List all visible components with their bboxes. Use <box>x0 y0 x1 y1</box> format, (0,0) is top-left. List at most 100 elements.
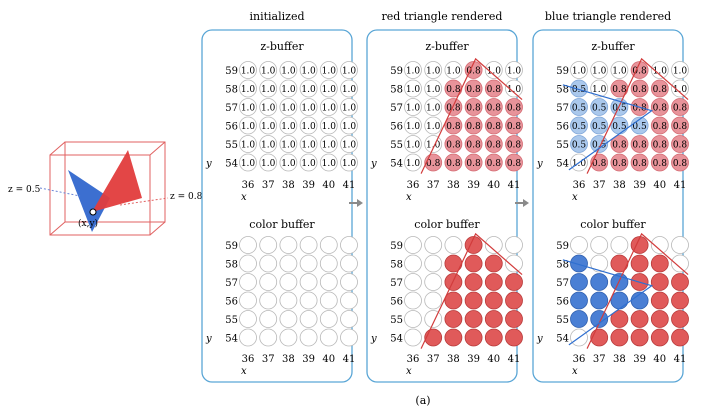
zbuffer-title: z-buffer <box>425 40 469 53</box>
zbuffer-value: 1.0 <box>241 104 256 114</box>
zbuffer-cell <box>484 98 503 116</box>
zbuffer-value: 0.5 <box>572 141 587 151</box>
color-cell <box>404 310 422 328</box>
zbuffer-value: 1.0 <box>241 159 256 169</box>
zbuffer-value: 0.5 <box>612 122 627 132</box>
color-cell <box>650 236 669 254</box>
color-cell <box>319 273 338 291</box>
col-label: 37 <box>593 354 606 365</box>
zbuffer-cell <box>404 135 422 153</box>
color-cell <box>279 328 298 347</box>
zbuffer-cell <box>259 153 278 172</box>
color-cell <box>505 310 523 328</box>
zbuffer-cell <box>239 135 257 153</box>
row-label: 56 <box>390 297 403 308</box>
zbuffer-value: 1.0 <box>673 85 688 95</box>
pixel-point <box>89 208 97 216</box>
zbuffer-value: 1.0 <box>342 67 357 77</box>
color-cell <box>464 236 483 254</box>
zbuffer-cell <box>650 153 669 172</box>
zbuffer-cell <box>239 153 257 172</box>
row-label: 59 <box>225 66 238 77</box>
y-axis-label: y <box>536 159 543 170</box>
zbuffer-cell <box>299 79 318 98</box>
zbuffer-value: 1.0 <box>592 85 607 95</box>
zbuffer-cell <box>259 135 278 153</box>
zbuffer-cell <box>505 116 523 135</box>
zbuffer-value: 0.8 <box>487 159 502 169</box>
color-cell <box>424 310 443 328</box>
zbuffer-value: 0.8 <box>673 104 688 114</box>
color-cell <box>610 291 629 310</box>
zbuffer-value: 1.0 <box>322 85 337 95</box>
zbuffer-value: 1.0 <box>592 67 607 77</box>
color-cell <box>650 254 669 273</box>
zbuffer-cell <box>610 135 629 153</box>
zbuffer-value: 0.8 <box>673 141 688 151</box>
zbuffer-value: 0.8 <box>446 141 461 151</box>
zbuffer-value: 0.8 <box>487 122 502 132</box>
color-cell <box>630 310 649 328</box>
x-axis-label: x <box>572 366 578 377</box>
zbuffer-cell <box>630 79 649 98</box>
color-cell <box>299 254 318 273</box>
zbuffer-cell <box>484 61 503 79</box>
color-cell <box>630 236 649 254</box>
col-label: 41 <box>508 180 521 191</box>
col-label: 38 <box>613 354 626 365</box>
color-cell <box>671 236 689 254</box>
zbuffer-value: 1.0 <box>322 141 337 151</box>
color-cell <box>299 310 318 328</box>
color-cell <box>299 328 318 347</box>
color-cell <box>259 328 278 347</box>
color-cell <box>239 273 257 291</box>
color-cell <box>590 328 609 347</box>
row-label: 55 <box>225 140 238 151</box>
zbuffer-value: 1.0 <box>301 85 316 95</box>
color-cell <box>340 236 358 254</box>
zbuffer-value: 1.0 <box>322 122 337 132</box>
col-label: 36 <box>573 354 586 365</box>
color-cell <box>464 328 483 347</box>
row-label: 54 <box>556 334 569 345</box>
zbuffer-cell <box>570 79 588 98</box>
zbuffer-value: 0.8 <box>487 104 502 114</box>
y-axis-label: y <box>536 334 543 345</box>
zbuffer-cell <box>590 79 609 98</box>
red-edge-color <box>420 232 523 349</box>
zbuffer-cell <box>239 116 257 135</box>
color-cell <box>424 236 443 254</box>
color-cell <box>484 236 503 254</box>
zbuffer-value: 0.8 <box>653 159 668 169</box>
zbuffer-cell <box>340 135 358 153</box>
color-cell <box>404 273 422 291</box>
x-axis-label: x <box>406 192 412 203</box>
row-label: 59 <box>556 241 569 252</box>
zbuffer-value: 1.0 <box>342 85 357 95</box>
row-label: 59 <box>390 66 403 77</box>
zbuffer-cell <box>444 116 463 135</box>
color-cell <box>484 291 503 310</box>
zbuffer-value: 0.8 <box>673 159 688 169</box>
zbuffer-value: 1.0 <box>301 141 316 151</box>
zbuffer-cell <box>444 61 463 79</box>
color-cell <box>299 236 318 254</box>
zbuffer-cell <box>505 135 523 153</box>
color-cell <box>259 273 278 291</box>
color-cell <box>319 310 338 328</box>
zbuffer-value: 0.5 <box>572 104 587 114</box>
col-label: 41 <box>343 180 356 191</box>
zbuffer-value: 0.8 <box>446 159 461 169</box>
zbuffer-value: 1.0 <box>487 67 502 77</box>
zbuffer-cell <box>424 61 443 79</box>
zbuffer-value: 0.8 <box>466 67 481 77</box>
zbuffer-value: 1.0 <box>572 159 587 169</box>
row-label: 58 <box>225 85 238 96</box>
z-left-label: z = 0.5 <box>8 185 41 195</box>
row-label: 56 <box>556 297 569 308</box>
zbuffer-cell <box>650 61 669 79</box>
